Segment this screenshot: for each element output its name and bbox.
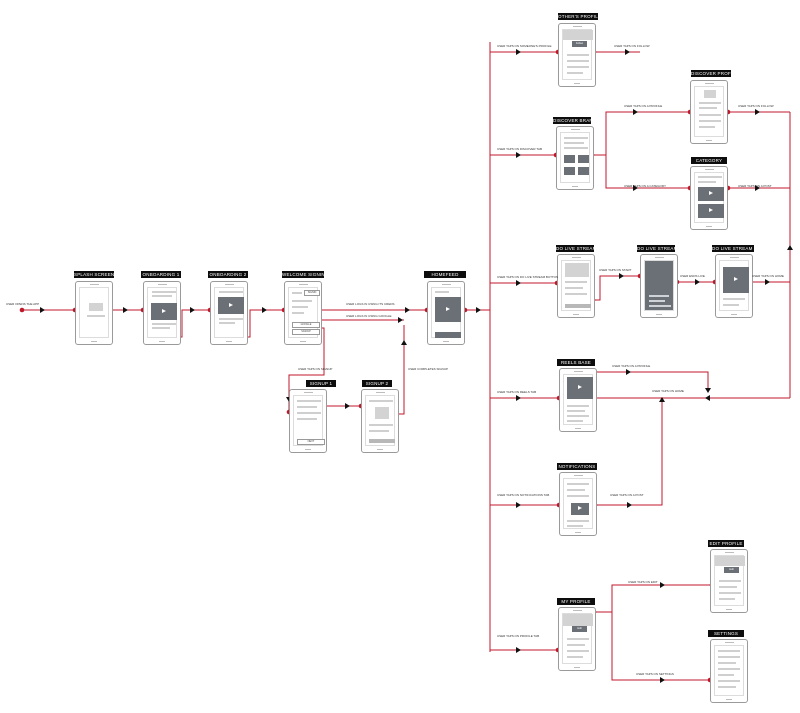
screen-title-settings: SETTINGS (708, 630, 744, 637)
flow-label-reels-out-2: USER TAPS ON HOME (652, 389, 684, 393)
flow-label-category-out: USER TAPS ON A POST (738, 184, 772, 188)
screen-title-do-live-stream: DO LIVE STREAM (556, 245, 594, 252)
screen-title-onboarding-2: ONBOARDING 2 (208, 271, 248, 278)
flow-label-signup: USER TAPS ON SIGNUP (298, 367, 333, 371)
flow-label-signup-done: USER COMPLETES SIGNUP (408, 367, 449, 371)
screen-title-edit-profile: EDIT PROFILE (708, 540, 744, 547)
flow-label-to-notifications: USER TAPS ON NOTIFICATIONS TAB (497, 493, 550, 497)
signup-button-tag[interactable]: SIGNUP (292, 329, 320, 335)
flow-label-discover-profile: USER TAPS ON A PROFILE (624, 104, 663, 108)
flow-label-live3-out: USER TAPS ON HOME (752, 274, 784, 278)
screen-title-discover-brands: DISCOVER BRANDS (553, 117, 591, 124)
screen-title-others-profile: OTHER'S PROFILE (558, 13, 598, 20)
phone-do-live-stream (557, 254, 595, 318)
screen-title-notifications: NOTIFICATIONS (557, 463, 597, 470)
screen-title-my-profile: MY PROFILE (557, 598, 595, 605)
phone-reels-base (559, 368, 597, 432)
flow-label-notif-out: USER TAPS ON A POST (610, 493, 644, 497)
phone-edit-profile: Edit (710, 549, 748, 613)
flow-label-entry: USER OPENS THE APP (6, 302, 40, 306)
phone-splash (75, 281, 113, 345)
phone-do-live-stream-hist (715, 254, 753, 318)
screen-title-signup-1: SIGNUP 1 (306, 380, 336, 387)
phone-signup-2 (361, 389, 399, 453)
screen-title-do-live-stream-2: DO LIVE STREAM (637, 245, 675, 252)
flow-label-to-my-profile: USER TAPS ON PROFILE TAB (497, 634, 540, 638)
phone-notifications (559, 472, 597, 536)
flow-label-live-out: USER TAPS ON START (599, 268, 632, 272)
screen-title-category: CATEGORY (691, 157, 727, 164)
screen-title-reels-base: REELS BASE (557, 359, 595, 366)
phone-onboarding-1 (143, 281, 181, 345)
screen-title-discover-profile: DISCOVER PROFILE (691, 70, 731, 77)
screen-title-splash: SPLASH SCREEN (74, 271, 114, 278)
phone-discover-brands (556, 126, 594, 190)
screen-title-homefeed: HOMEFEED (424, 271, 466, 278)
phone-signup-1: NEXT (289, 389, 327, 453)
flow-label-to-live: USER TAPS ON DO LIVE STREAM BUTTON (497, 275, 559, 279)
phone-my-profile: Edit (558, 607, 596, 671)
flow-label-google: USER LOGS IN USING GOOGLE (346, 314, 392, 318)
flow-label-live2-out: USER ENDS LIVE (680, 274, 705, 278)
flow-label-discover-category: USER TAPS ON A CATEGORY (624, 184, 666, 188)
flow-label-edit-profile-in: USER TAPS ON EDIT (628, 580, 658, 584)
phone-welcome-signin: SIGNIN GOOGLE SIGNUP (284, 281, 322, 345)
flow-label-to-others: USER TAPS ON SOMEONE'S PROFILE (497, 44, 552, 48)
my-profile-edit-tag[interactable]: Edit (572, 626, 587, 632)
others-follow-tag[interactable]: Follow (572, 41, 587, 47)
screen-title-signup-2: SIGNUP 2 (362, 380, 392, 387)
edit-profile-tag[interactable]: Edit (724, 567, 739, 573)
phone-settings (710, 639, 748, 703)
phone-homefeed (427, 281, 465, 345)
screen-title-do-live-stream-hist: DO LIVE STREAM HIST (712, 245, 754, 252)
phone-onboarding-2 (210, 281, 248, 345)
phone-discover-profile (690, 80, 728, 144)
flow-label-to-reels: USER TAPS ON REELS TAB (497, 390, 537, 394)
flow-label-settings-in: USER TAPS ON SETTINGS (636, 672, 674, 676)
google-button-tag[interactable]: GOOGLE (292, 322, 320, 328)
screen-title-onboarding-1: ONBOARDING 1 (141, 271, 181, 278)
flow-label-others-out: USER TAPS ON FOLLOW (614, 44, 650, 48)
flow-label-to-discover: USER TAPS ON DISCOVER TAB (497, 147, 542, 151)
flow-label-discover-profile-out: USER TAPS ON FOLLOW (738, 104, 774, 108)
flow-label-signin: USER LOGS IN USING ITS CREDS (346, 302, 395, 306)
phone-others-profile: Follow (558, 23, 596, 87)
flow-label-reels-out: USER TAPS ON A PROFILE (612, 364, 651, 368)
signin-button-tag[interactable]: SIGNIN (304, 290, 320, 296)
screen-title-welcome-signin: WELCOME SIGNIN (282, 271, 324, 278)
signup-next-tag[interactable]: NEXT (297, 439, 325, 445)
phone-category (690, 166, 728, 230)
phone-do-live-stream-2 (640, 254, 678, 318)
